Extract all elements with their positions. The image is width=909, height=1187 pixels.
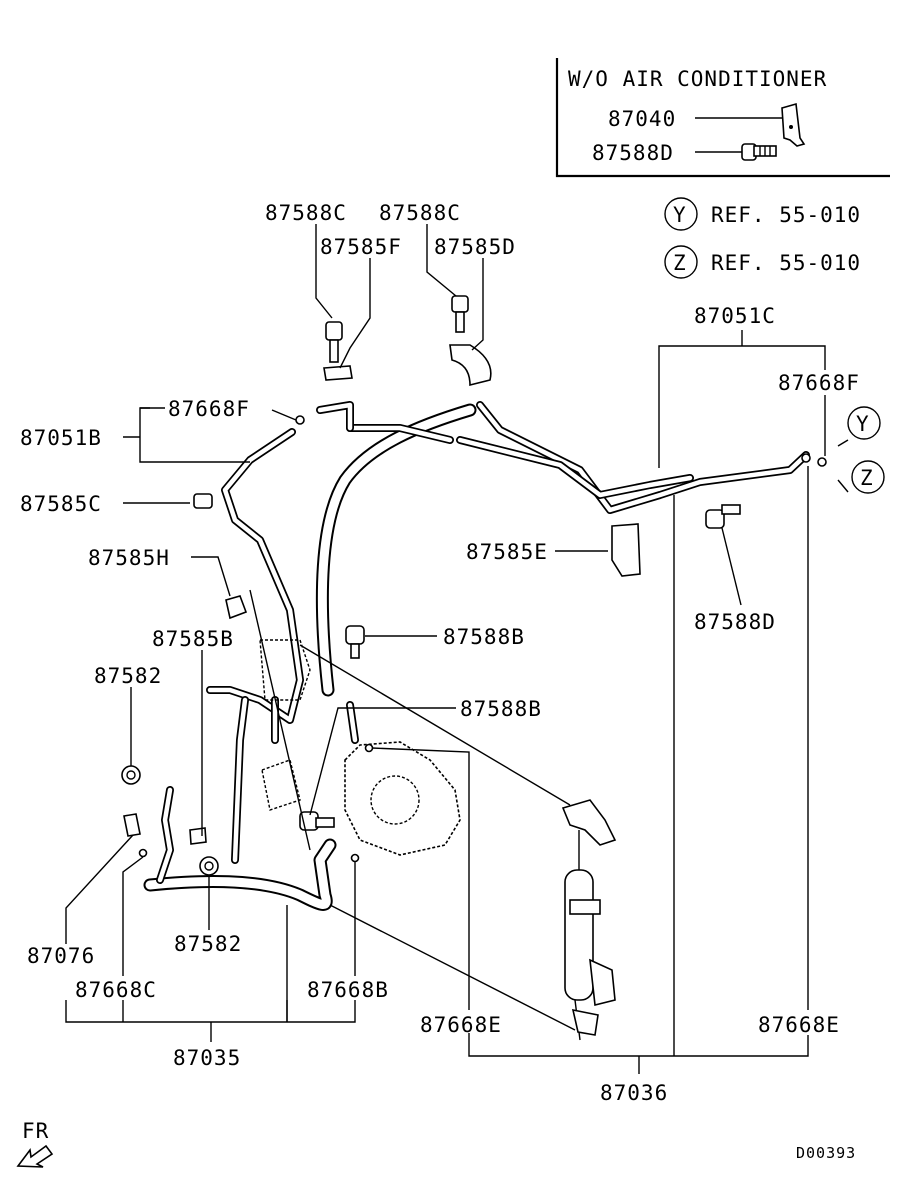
callout-labels: 87588C 87588C 87585F 87585D 87051C 87668… xyxy=(20,201,860,1105)
o-ring-87668c xyxy=(138,848,148,858)
diagram-code: D00393 xyxy=(796,1144,856,1162)
callout-87582-lower: 87582 xyxy=(174,932,242,956)
callout-87051c: 87051C xyxy=(694,304,776,328)
orientation-indicator: FR xyxy=(16,1119,54,1168)
callout-87588c-left: 87588C xyxy=(265,201,347,225)
clamp-87585d xyxy=(449,344,492,387)
clamp-87585h xyxy=(225,595,248,620)
bracket-87040 xyxy=(781,102,806,147)
callout-87668e-left: 87668E xyxy=(420,1013,502,1037)
clamp-87585f xyxy=(323,365,353,381)
callout-87588b-upper: 87588B xyxy=(443,625,525,649)
small-parts xyxy=(121,295,827,876)
inset-title: W/O AIR CONDITIONER xyxy=(568,67,827,91)
callout-87585h: 87585H xyxy=(88,546,170,570)
reference-legend: Y REF. 55-010 Z REF. 55-010 xyxy=(664,197,861,279)
callout-87076: 87076 xyxy=(27,944,95,968)
clamp-87585c xyxy=(193,493,213,509)
callout-87668f-right: 87668F xyxy=(778,371,860,395)
nut-87582-lower xyxy=(199,856,219,876)
marker-y: Y xyxy=(847,406,881,440)
callout-87585d: 87585D xyxy=(434,235,516,259)
clamp-87585b xyxy=(189,827,207,845)
ref-y-letter: Y xyxy=(673,203,687,227)
bolt-87588b-upper xyxy=(345,625,365,659)
callout-87588b-lower: 87588B xyxy=(460,697,542,721)
bracket-87585e xyxy=(611,523,641,577)
fr-label: FR xyxy=(22,1119,49,1143)
fr-arrow-icon xyxy=(16,1144,54,1168)
callout-87585b: 87585B xyxy=(152,627,234,651)
callout-87585c: 87585C xyxy=(20,492,102,516)
o-ring-87668f-left xyxy=(295,415,305,425)
inset-without-ac: W/O AIR CONDITIONER 87040 87588D xyxy=(555,58,890,178)
ref-z-text: REF. 55-010 xyxy=(711,251,861,275)
callout-87036: 87036 xyxy=(600,1081,668,1105)
switch-87076 xyxy=(123,813,141,837)
inset-part-87588d: 87588D xyxy=(592,141,674,165)
ref-y-text: REF. 55-010 xyxy=(711,203,861,227)
callout-87585f: 87585F xyxy=(320,235,402,259)
bolt-87588d xyxy=(705,504,741,529)
o-ring-87668e-left xyxy=(364,743,374,753)
hoses-and-pipes xyxy=(143,401,810,911)
bolt-87588c-right xyxy=(451,295,469,333)
bolt-87588c-left xyxy=(325,321,343,363)
callout-87588c-right: 87588C xyxy=(379,201,461,225)
leader-lines xyxy=(65,224,849,1074)
callout-87035: 87035 xyxy=(173,1046,241,1070)
callout-87585e: 87585E xyxy=(466,540,548,564)
o-ring-87668f-right xyxy=(817,457,827,467)
bolt-87588d-inset xyxy=(741,143,777,161)
callout-87582-upper: 87582 xyxy=(94,664,162,688)
callout-87668f-left: 87668F xyxy=(168,397,250,421)
ref-z-letter: Z xyxy=(673,251,687,275)
callout-87588d: 87588D xyxy=(694,610,776,634)
callout-87051b: 87051B xyxy=(20,426,102,450)
marker-z-letter: Z xyxy=(860,466,874,490)
o-ring-87668b xyxy=(350,853,360,863)
receiver-drier xyxy=(561,799,617,1041)
marker-y-letter: Y xyxy=(856,412,870,436)
inset-part-87040: 87040 xyxy=(608,107,676,131)
callout-87668c: 87668C xyxy=(75,978,157,1002)
nut-87582-upper xyxy=(121,765,141,785)
compressor xyxy=(259,639,461,856)
marker-z: Z xyxy=(851,460,885,494)
callout-87668e-right: 87668E xyxy=(758,1013,840,1037)
callout-87668b: 87668B xyxy=(307,978,389,1002)
